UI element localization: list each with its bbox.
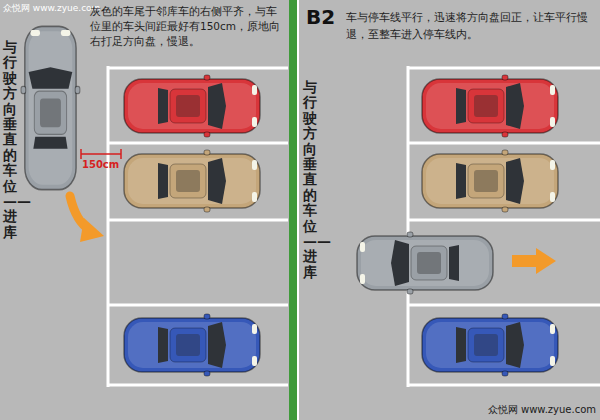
blue-car bbox=[422, 314, 558, 376]
red-car bbox=[422, 75, 558, 137]
gold-car bbox=[422, 150, 558, 212]
vertical-title: 与行驶方向垂直的车位——进库 bbox=[303, 80, 317, 280]
watermark: 众悦网 www.zyue.com bbox=[3, 2, 100, 15]
blue-car bbox=[124, 314, 260, 376]
reverse-arrow bbox=[70, 196, 104, 242]
parking-lines bbox=[408, 66, 600, 387]
dimension-label: 150cm bbox=[82, 159, 119, 170]
reverse-arrow bbox=[512, 248, 556, 274]
right-panel bbox=[299, 0, 600, 420]
divider-edge bbox=[297, 0, 299, 420]
instruction-text: 车与停车线平行，迅速将方向盘回正，让车平行慢退，至整车进入停车线内。 bbox=[346, 10, 591, 43]
red-car bbox=[124, 75, 260, 137]
parking-lines bbox=[108, 66, 288, 387]
instruction-text: 灰色的车尾于邻库车的右侧平齐，与车位里的车头间距最好有150cm，原地向右打足方… bbox=[90, 4, 285, 50]
step-label: B2 bbox=[306, 5, 335, 29]
left-panel bbox=[0, 0, 289, 420]
distance-line bbox=[81, 149, 121, 159]
gold-car bbox=[124, 150, 260, 212]
vertical-title: 与行驶方向垂直的车位——进库 bbox=[3, 40, 17, 240]
divider-stripe bbox=[289, 0, 297, 420]
gray-car bbox=[357, 232, 493, 294]
gray-car bbox=[21, 26, 80, 189]
watermark: 众悦网 www.zyue.com bbox=[488, 403, 596, 417]
